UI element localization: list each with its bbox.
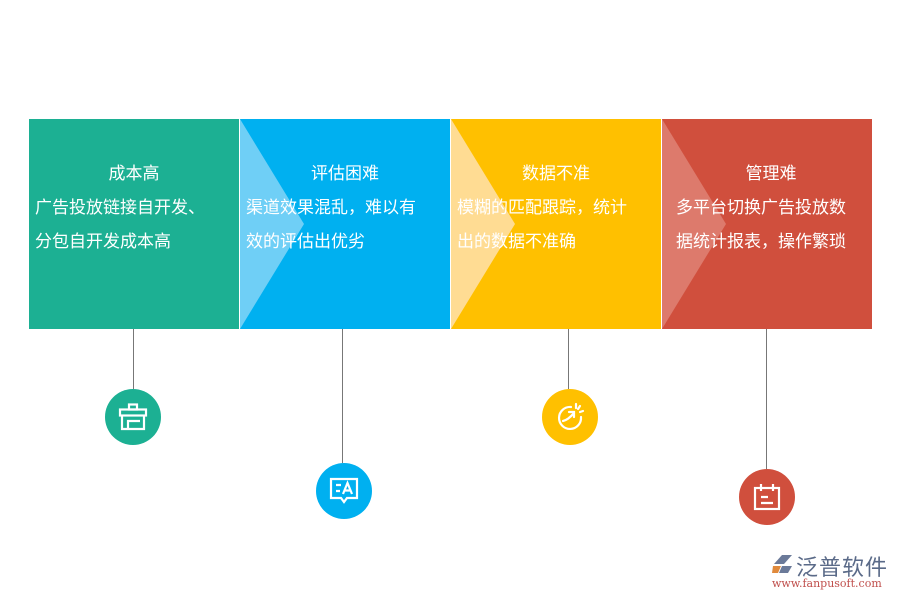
panel-cost-high: 成本高 广告投放链接自开发、 分包自开发成本高	[29, 119, 239, 329]
logo-url: www.fanpusoft.com	[772, 577, 882, 590]
panel-line: 据统计报表，操作繁琐	[676, 232, 846, 252]
calendar-icon	[739, 469, 795, 525]
text-message-icon	[316, 463, 372, 519]
connector-line	[342, 329, 343, 463]
panel-line: 广告投放链接自开发、	[35, 198, 205, 218]
panel-title: 数据不准	[522, 164, 590, 184]
connector-line	[766, 329, 767, 469]
arrow-shape	[662, 119, 726, 329]
logo-name: 泛普软件	[796, 556, 889, 581]
panel-line: 出的数据不准确	[457, 232, 576, 252]
connector-line	[133, 329, 134, 389]
logo-mark-icon	[772, 555, 792, 573]
panel-title: 评估困难	[311, 164, 379, 184]
arrow-shape	[240, 119, 304, 329]
connector-line	[568, 329, 569, 389]
panel-line: 效的评估出优劣	[246, 232, 365, 252]
panel-line: 多平台切换广告投放数	[676, 198, 846, 218]
panel-management-difficult: 管理难 多平台切换广告投放数 据统计报表，操作繁琐	[662, 119, 872, 329]
panel-title: 管理难	[745, 164, 797, 184]
panel-line: 渠道效果混乱，难以有	[246, 198, 416, 218]
brand-logo: 泛普软件 www.fanpusoft.com	[770, 550, 894, 594]
panel-data-inaccurate: 数据不准 模糊的匹配跟踪，统计 出的数据不准确	[451, 119, 661, 329]
panel-line: 模糊的匹配跟踪，统计	[457, 198, 627, 218]
growth-arrow-icon	[542, 389, 598, 445]
arrow-shape	[451, 119, 515, 329]
briefcase-icon	[105, 389, 161, 445]
panel-line: 分包自开发成本高	[35, 232, 171, 252]
panel-title: 成本高	[108, 164, 160, 184]
panel-evaluation-difficult: 评估困难 渠道效果混乱，难以有 效的评估出优劣	[240, 119, 450, 329]
